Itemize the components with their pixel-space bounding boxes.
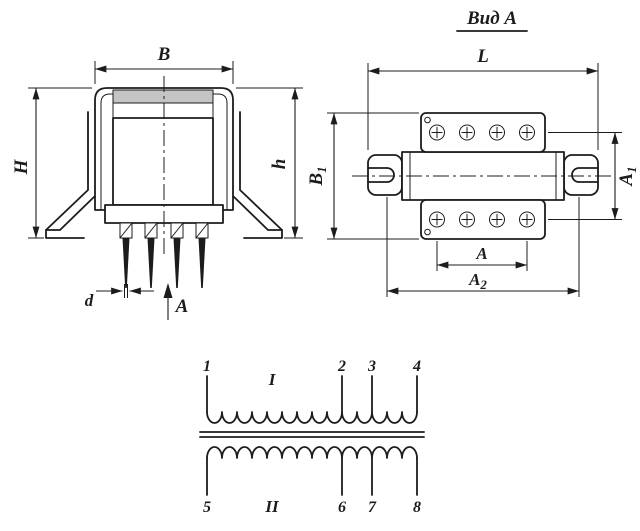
mount-slot-left bbox=[367, 167, 395, 183]
terminal-strip-bottom bbox=[420, 199, 546, 240]
clamp-strap bbox=[112, 89, 214, 104]
core-window bbox=[112, 117, 214, 206]
view-arrow-label: A bbox=[175, 296, 189, 317]
terminal-strip-top bbox=[420, 112, 546, 153]
top-view: Вид А L bbox=[306, 8, 639, 297]
solder-pins bbox=[122, 238, 206, 288]
dim-H: H bbox=[11, 87, 92, 239]
pin-blocks bbox=[119, 222, 209, 239]
terminal-screws bbox=[429, 124, 535, 228]
winding-label-secondary: II bbox=[264, 497, 280, 516]
dim-h: h bbox=[236, 87, 303, 239]
dim-label-d: d bbox=[85, 291, 94, 310]
pin-number-7: 7 bbox=[368, 499, 377, 516]
view-direction-arrow: A bbox=[163, 283, 189, 320]
pin-number-3: 3 bbox=[367, 358, 376, 375]
pin-number-6: 6 bbox=[338, 499, 346, 516]
rivet-top bbox=[424, 116, 431, 124]
secondary-leads bbox=[206, 457, 418, 496]
winding-schematic: 1 2 3 4 I 5 6 7 8 II bbox=[199, 358, 425, 516]
mount-tab-left bbox=[367, 154, 403, 196]
mounting-bracket-left bbox=[45, 111, 96, 239]
winding-primary-coil bbox=[206, 411, 418, 424]
dim-label-B1: B1 bbox=[306, 166, 329, 186]
winding-label-primary: I bbox=[268, 370, 277, 389]
dim-label-H: H bbox=[11, 158, 32, 175]
dim-A2: A2 bbox=[386, 197, 580, 297]
dim-B: B bbox=[94, 44, 234, 84]
pin-number-2: 2 bbox=[337, 358, 346, 375]
mount-tab-right bbox=[563, 154, 599, 196]
pin-number-8: 8 bbox=[413, 499, 421, 516]
dim-label-L: L bbox=[476, 46, 489, 67]
winding-secondary-coil bbox=[206, 446, 418, 459]
dim-label-A1: A1 bbox=[616, 166, 639, 186]
dim-label-B: B bbox=[157, 44, 171, 65]
view-title-text: Вид А bbox=[466, 8, 517, 29]
dim-label-A2: A2 bbox=[468, 270, 487, 292]
view-title: Вид А bbox=[456, 8, 528, 32]
dim-A1: A1 bbox=[548, 132, 639, 220]
primary-leads bbox=[206, 375, 418, 413]
mounting-bracket-right bbox=[232, 111, 283, 239]
dim-label-h: h bbox=[269, 159, 290, 170]
pin-number-1: 1 bbox=[203, 358, 211, 375]
dim-L: L bbox=[367, 46, 599, 150]
dim-label-A: A bbox=[475, 244, 487, 263]
dim-d: d bbox=[85, 284, 154, 310]
front-view: B H h d A bbox=[11, 44, 303, 320]
pin-number-5: 5 bbox=[203, 499, 211, 516]
rivet-bottom bbox=[424, 228, 431, 236]
dim-A: A bbox=[436, 241, 528, 271]
mount-slot-right bbox=[571, 167, 599, 183]
pin-number-4: 4 bbox=[412, 358, 421, 375]
dim-B1: B1 bbox=[306, 112, 419, 240]
view-arrowhead-icon bbox=[163, 283, 173, 298]
